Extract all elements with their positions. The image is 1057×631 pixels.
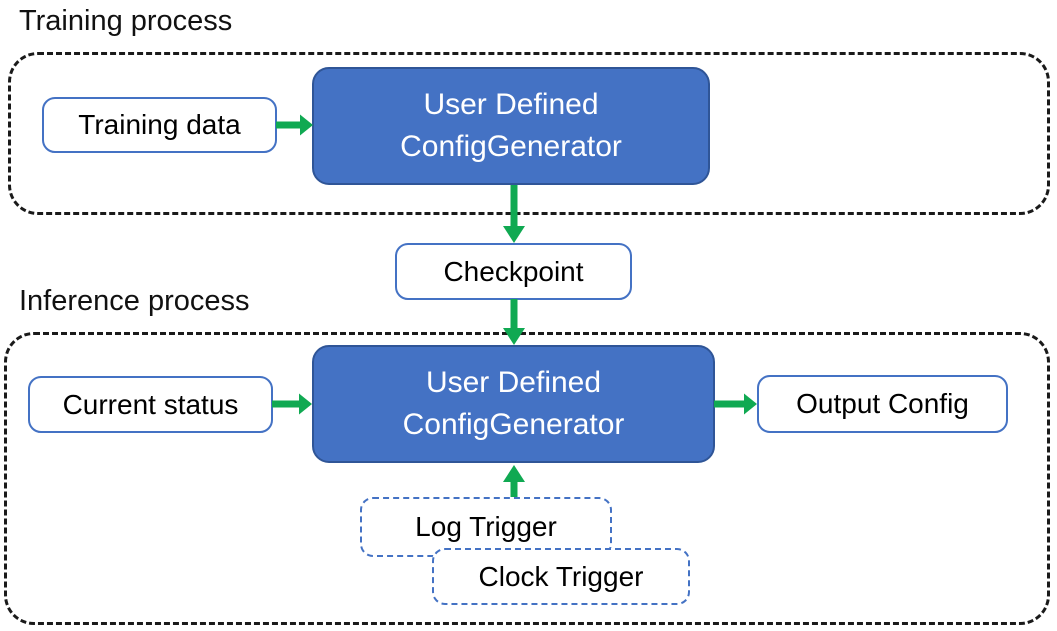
arrow-current-status-to-generator — [272, 392, 312, 416]
training-data-box: Training data — [42, 97, 277, 153]
inference-section-title: Inference process — [19, 285, 250, 317]
arrow-training-data-to-generator — [276, 113, 313, 137]
clock-trigger-box: Clock Trigger — [432, 548, 690, 605]
arrow-checkpoint-to-generator — [502, 299, 526, 345]
generator-label-line2: ConfigGenerator — [402, 408, 625, 441]
generator-label-line1: User Defined — [423, 88, 599, 121]
inference-config-generator-box: User Defined ConfigGenerator — [312, 345, 715, 463]
arrow-generator-to-checkpoint — [502, 185, 526, 243]
generator-label-line2: ConfigGenerator — [400, 130, 622, 163]
training-section-title: Training process — [19, 5, 233, 37]
training-process-container — [8, 52, 1050, 215]
arrow-generator-to-output — [714, 392, 757, 416]
checkpoint-box: Checkpoint — [395, 243, 632, 300]
output-config-box: Output Config — [757, 375, 1008, 433]
current-status-box: Current status — [28, 376, 273, 433]
log-trigger-box: Log Trigger — [360, 497, 612, 557]
inference-process-container — [4, 332, 1050, 625]
training-config-generator-box: User Defined ConfigGenerator — [312, 67, 710, 185]
generator-label-line1: User Defined — [425, 366, 602, 399]
arrow-triggers-to-generator — [502, 465, 526, 497]
